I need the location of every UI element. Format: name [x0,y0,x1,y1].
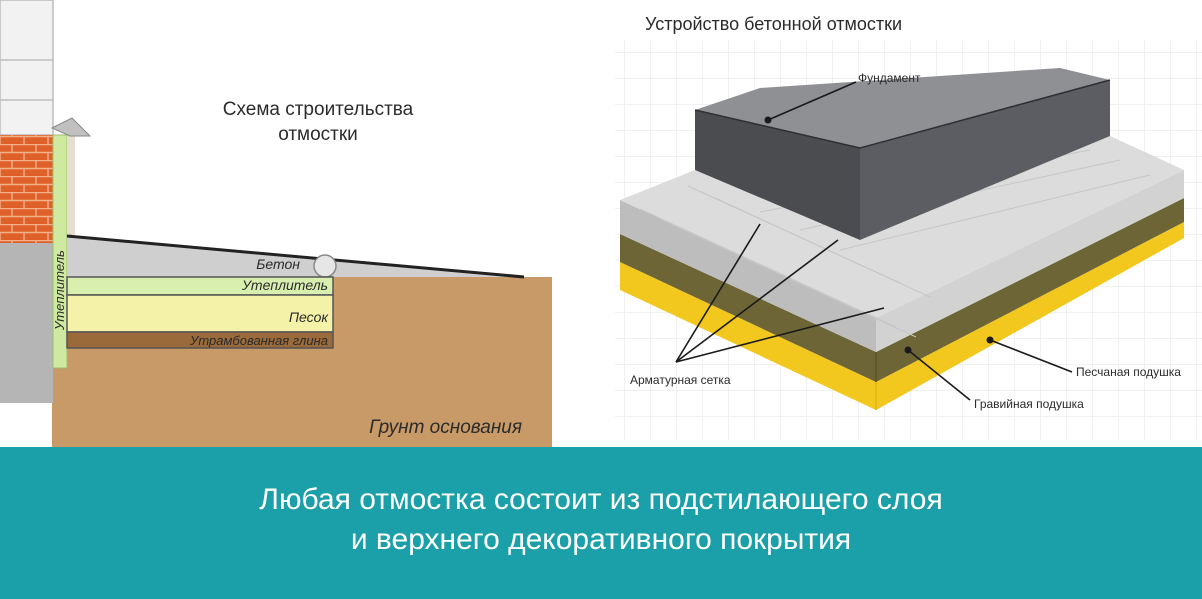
marker-gravel [904,346,912,354]
wall-flashing [50,117,92,137]
slab-right-face [876,170,1184,352]
left-title-line1: Схема строительства [223,99,414,120]
label-clay: Утрамбованная глина [189,333,328,348]
sand-layer [66,294,334,333]
wall-lower [0,243,53,403]
left-title-line2: отмостки [278,124,358,145]
sand-cushion-layer [620,198,1184,382]
label-sand: Песок [289,309,330,325]
label-sand-cushion: Песчаная подушка [1076,365,1181,379]
caption-line1: Любая отмостка состоит из подстилающего … [259,483,943,516]
foundation-front-right [860,80,1110,240]
marker-sand [986,336,994,344]
label-foundation: Фундамент [858,71,921,85]
slab-top [620,136,1184,318]
label-insulation: Утеплитель [241,277,328,293]
caption-line2: и верхнего декоративного покрытия [350,523,852,556]
left-section-diagram: Бетон Утеплитель Песок Утрамбованная гли… [0,0,552,447]
gravel-layer [620,222,1184,410]
slab-front-face [620,200,876,352]
label-concrete: Бетон [256,256,300,272]
right-isometric-diagram: Фундамент Арматурная сетка Песчаная поду… [615,14,1202,440]
label-rebar-mesh: Арматурная сетка [630,373,731,387]
label-wall-insulation: Утеплитель [52,250,67,331]
drain-detail [313,254,337,278]
foundation-front-left [695,110,860,240]
caption: Любая отмостка состоит из подстилающего … [0,480,1202,560]
wall-upper [0,0,54,136]
label-gravel-cushion: Гравийная подушка [974,397,1084,411]
foundation-top [695,68,1110,148]
label-ground: Грунт основания [369,417,522,438]
brick-wall [0,135,53,243]
leader-lines [675,81,1073,401]
marker-foundation [764,116,772,124]
right-title: Устройство бетонной отмостки [645,14,902,34]
clay-layer [66,331,334,349]
caption-band [0,447,1202,599]
